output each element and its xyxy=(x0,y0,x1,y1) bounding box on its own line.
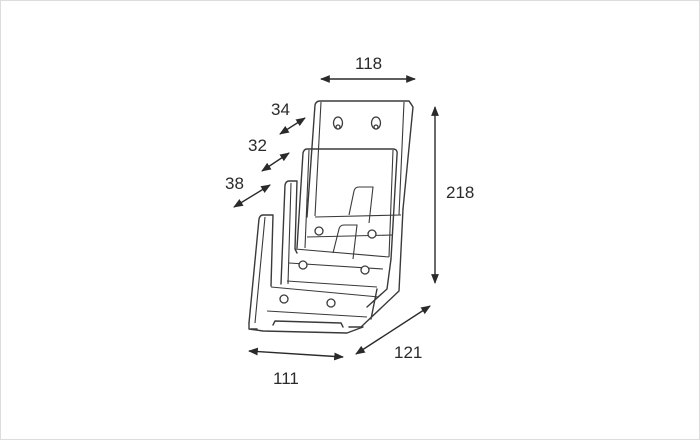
keyhole-right-icon xyxy=(370,116,382,130)
depth-step-1-label: 34 xyxy=(271,100,290,119)
hole-4 xyxy=(360,265,370,275)
depth-step-3-label: 38 xyxy=(225,174,244,193)
holder-drawing xyxy=(248,100,414,334)
back-panel xyxy=(306,100,414,218)
depth-step-2-arrow xyxy=(261,152,290,172)
base-depth-label: 121 xyxy=(394,343,422,362)
pocket-top-inner xyxy=(304,149,394,258)
pocket-middle-inner xyxy=(287,182,358,285)
base xyxy=(248,320,364,334)
hole-2 xyxy=(367,229,377,239)
pocket-top-front xyxy=(296,148,398,260)
back-panel-inner xyxy=(314,100,413,217)
hole-1 xyxy=(314,226,324,236)
pocket-bottom-inner xyxy=(254,216,380,324)
depth-step-2-label: 32 xyxy=(248,136,267,155)
height-label: 218 xyxy=(446,183,474,202)
base-width-arrow xyxy=(248,347,344,361)
depth-step-1-arrow xyxy=(279,117,306,135)
pocket-middle-front xyxy=(280,180,298,285)
pocket-bottom-front xyxy=(248,214,274,324)
hole-3 xyxy=(298,260,308,270)
hole-6 xyxy=(326,298,336,308)
hole-5 xyxy=(279,294,289,304)
keyhole-left-icon xyxy=(332,116,344,130)
top-width-label: 118 xyxy=(355,54,382,73)
base-width-label: 111 xyxy=(273,369,299,388)
base-depth-arrow xyxy=(355,305,431,355)
depth-step-3-arrow xyxy=(233,184,271,208)
pocket-top-shelf xyxy=(306,214,402,238)
